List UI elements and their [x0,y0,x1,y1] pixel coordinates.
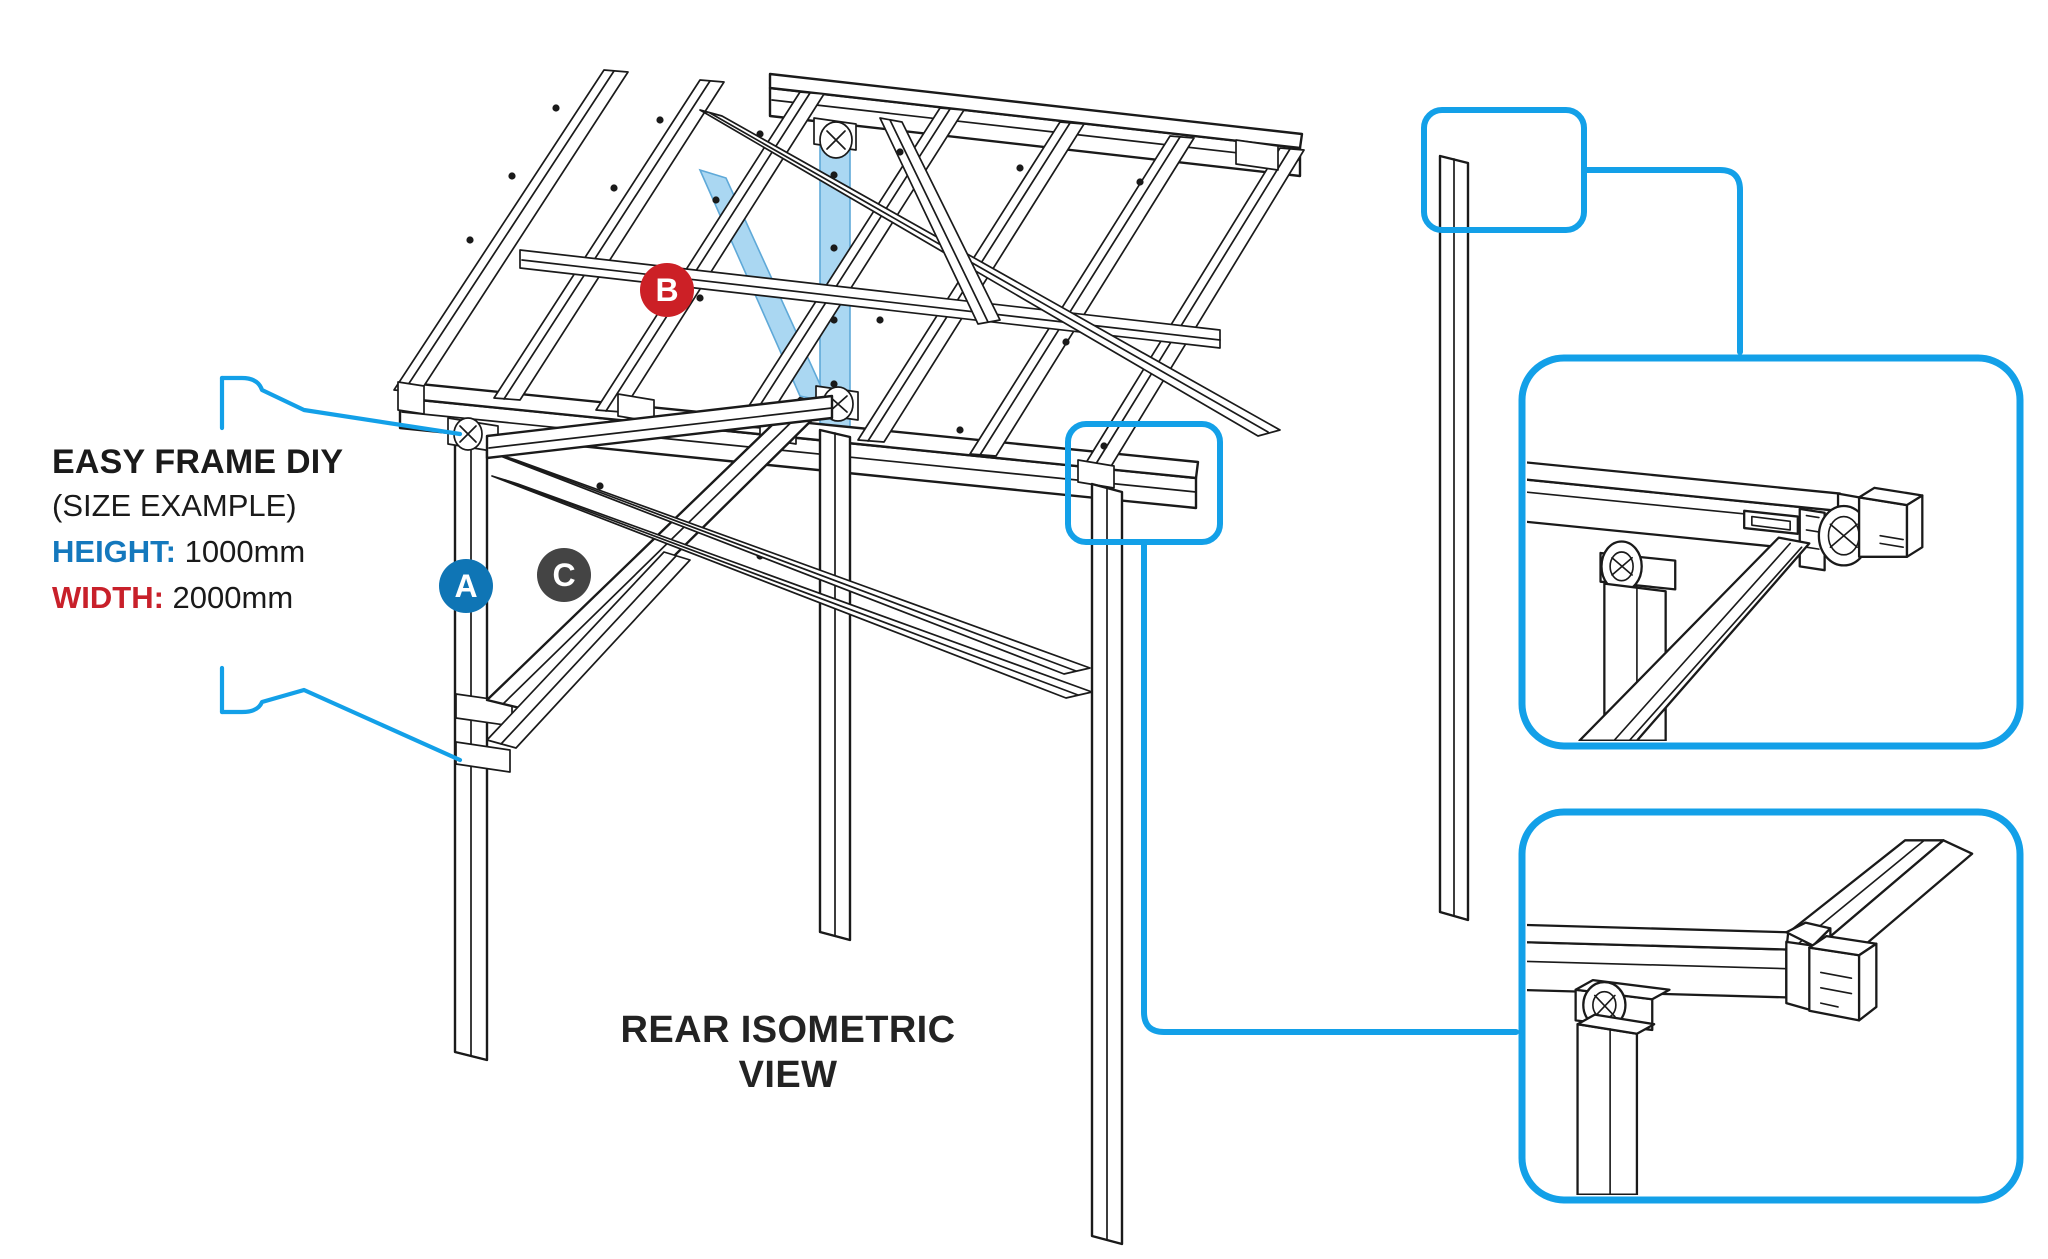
view-caption-line2: VIEW [738,1053,838,1096]
callout-badge-b[interactable]: B [640,263,694,317]
spec-title: EASY FRAME DIY [52,443,344,481]
left-callout-bracket [219,375,463,763]
callout-badge-a[interactable]: A [439,559,493,613]
spec-width-row: WIDTH: 2000mm [52,576,482,620]
view-caption-line1: REAR ISOMETRIC [620,1009,956,1051]
frame-assembly-drawing [393,69,1470,1246]
detail-view-bottom[interactable] [1512,808,2024,1204]
detail-view-top[interactable] [1512,354,2024,750]
spec-height-key: HEIGHT: [52,533,176,569]
connector-line-bottom [1141,539,1519,1035]
vertical-posts [447,154,1470,1246]
spec-text-block: EASY FRAME DIY (SIZE EXAMPLE) HEIGHT: 10… [52,440,482,620]
spec-width-key: WIDTH: [52,579,164,615]
spec-width-value: 2000mm [172,579,294,615]
spec-height-row: HEIGHT: 1000mm [52,530,482,574]
callout-badge-c[interactable]: C [537,548,591,602]
post-feet [454,911,1469,1061]
spec-subtitle: (SIZE EXAMPLE) [52,487,297,523]
view-caption: REAR ISOMETRIC VIEW [588,1008,988,1098]
lower-braces [485,394,1093,749]
spec-height-value: 1000mm [184,533,306,569]
fastener-dots [466,104,1144,700]
connector-line-top [1581,167,1743,355]
